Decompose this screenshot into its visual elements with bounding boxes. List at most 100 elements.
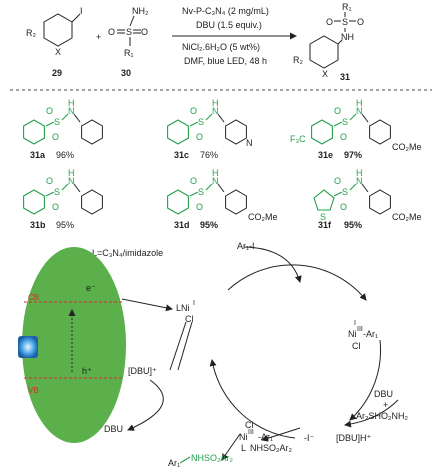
product-id: 31b [30,220,46,230]
reactant1-number: 29 [52,68,62,78]
aryl-n-bond [217,113,225,123]
s-bond [189,121,199,127]
iodide-loss: -I⁻ [304,433,314,443]
ni-i-complex: LNi I Cl [176,300,195,324]
iodo-label: I [80,6,83,16]
product-sulfonamide: R₁ O S O NH R₂ X 31 [293,2,364,82]
svg-text:Ni: Ni [348,329,357,339]
sulfonyl-o-top: O [334,176,341,186]
aryl-iodide-reagent: Ar₁-I [237,241,255,251]
svg-text:Cl: Cl [352,341,361,351]
product-id: 31a [30,150,46,160]
sulfonyl-o-top: O [46,106,53,116]
product-yield: 76% [200,150,218,160]
svg-text:-Ar₁: -Ar₁ [258,432,273,442]
svg-text:Cl: Cl [245,420,254,430]
o-left-label: O [108,27,115,37]
amide-n: N [68,176,75,186]
product-number: 31 [340,72,350,82]
s-bond [333,121,343,127]
svg-text:Cl: Cl [185,314,194,324]
amide-n: N [68,106,75,116]
aryl-ring-right [369,119,391,145]
product-id: 31e [318,150,333,160]
amide-n: N [212,176,219,186]
s-bond [333,191,343,197]
amide-h: H [68,168,75,178]
n-bond [205,113,213,121]
sulfonyl-o-top: O [190,106,197,116]
sulfonyl-s: S [342,117,348,127]
nh2-label: NH₂ [132,6,149,16]
ni-link-line-2 [177,321,193,371]
n-bond [349,183,357,191]
aryl-ring-right [225,119,247,145]
sulfonyl-s: S [198,187,204,197]
ni-link-line-1 [169,321,187,371]
n-bond [61,113,69,121]
aryl-n-bond [217,183,225,193]
svg-text:-Ar₁: -Ar₁ [363,329,378,339]
aryl-ring [311,119,333,145]
svg-text:I: I [354,320,356,327]
product-r2: R₂ [293,55,303,65]
aryl-n-bond [73,183,81,193]
amide-n: N [212,106,219,116]
n-bond [61,183,69,191]
aryl-n-bond [73,113,81,123]
sulfonyl-o-top: O [190,176,197,186]
ester-group: CO₂Me [392,142,422,152]
product-id: 31d [174,220,190,230]
ester-group: CO₂Me [392,212,422,222]
photocatalyst-ellipse [22,247,126,443]
aryl-n-bond [361,113,369,123]
dbu-oxidation-arrow [127,379,164,431]
aryl-ring [23,119,45,145]
amide-n: N [356,176,363,186]
aryl-ring [167,119,189,145]
thiophene-s: S [320,212,326,222]
aryl-ring-right [369,189,391,215]
dbu-reagent: DBU [374,389,393,399]
product-id: 31c [174,150,189,160]
s-label: S [126,27,132,37]
svg-text:LNi: LNi [176,303,190,313]
reactant-sulfonamide: NH₂ S O O R₁ 30 [108,6,149,78]
aryl-ring [23,189,45,215]
electron-transfer-arrow [121,298,173,312]
ni-iii-amido-complex: Cl Ni III -Ar₁ NHSO₂Ar₂ L [239,420,292,453]
product-id: 31f [318,220,332,230]
sulfonyl-s: S [54,187,60,197]
light-bulb-icon [18,336,38,358]
plus-sign: + [96,32,101,42]
reactant2-number: 30 [121,68,131,78]
svg-text:L: L [241,443,246,453]
product-nh: NH [341,32,354,42]
r1-label: R₁ [124,48,134,58]
svg-text:Ar₁: Ar₁ [168,458,180,468]
s-bond [189,191,199,197]
product-o-right: O [357,17,364,27]
electron-label: e⁻ [86,283,96,293]
product-o-left: O [326,17,333,27]
product-yield: 97% [344,150,362,160]
sulfonyl-o-top: O [334,106,341,116]
sulfonyl-o-bottom: O [340,132,347,142]
s-bond [45,191,55,197]
pyridine-n: N [246,138,253,148]
condition-solvent: DMF, blue LED, 48 h [184,56,267,66]
amide-h: H [212,168,219,178]
condition-nickel: NiCl₂.6H₂O (5 wt%) [182,42,260,52]
cb-label: CB [28,293,39,302]
product-r1: R₁ [342,2,352,12]
catalytic-cycle [209,246,399,461]
condition-catalyst: Nv-P-C₃N₄ (2 mg/mL) [182,6,269,16]
s-bond [45,121,55,127]
sulfonamide-reagent: Ar₂SHO₂NH₂ [356,411,408,421]
aryl-ring [167,189,189,215]
